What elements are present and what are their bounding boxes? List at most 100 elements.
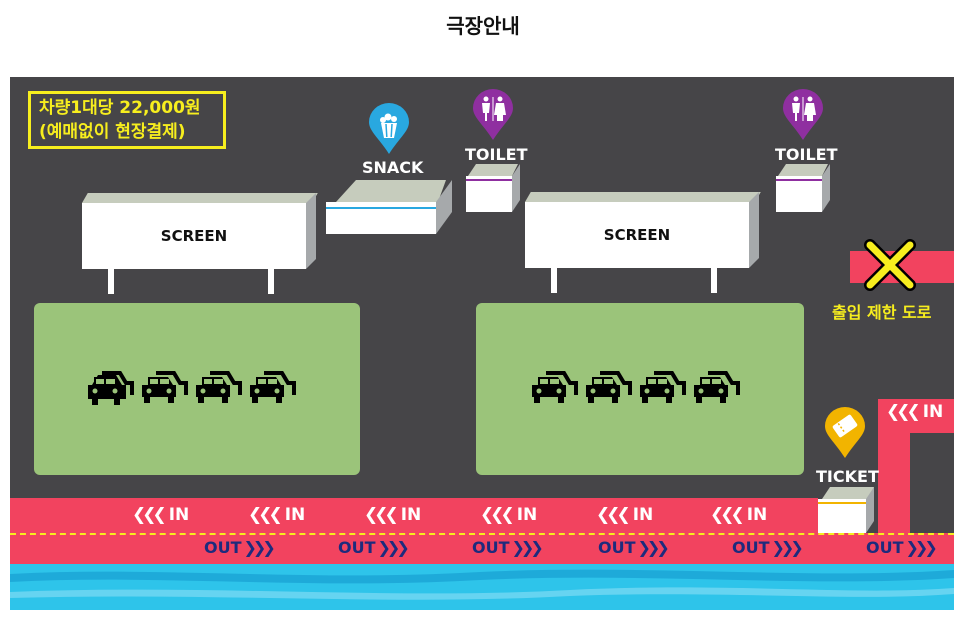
out-text: OUT bbox=[472, 538, 510, 557]
toilet-pin-left-icon bbox=[473, 89, 513, 140]
restroom-icon bbox=[482, 96, 506, 121]
in-label: ❮❮❮IN bbox=[710, 505, 767, 525]
car-icon bbox=[532, 371, 578, 403]
car-icon bbox=[142, 371, 188, 403]
main-road-out-lane bbox=[10, 533, 954, 564]
car-group-2 bbox=[530, 371, 742, 409]
double-chevron-right-icon: ❯❯❯ bbox=[905, 538, 938, 557]
screen-2-top bbox=[525, 192, 761, 202]
car-icon bbox=[640, 371, 686, 403]
ticket-booth bbox=[818, 499, 866, 533]
payment-note: (예매없이 현장결제) bbox=[39, 122, 186, 142]
page-title: 극장안내 bbox=[446, 14, 520, 38]
out-text: OUT bbox=[732, 538, 770, 557]
entry-road-inner bbox=[910, 433, 954, 533]
ticket-icon bbox=[832, 414, 858, 438]
main-road-in-lane bbox=[10, 498, 818, 533]
restricted-x-icon bbox=[864, 239, 916, 291]
double-chevron-right-icon: ❯❯❯ bbox=[511, 538, 544, 557]
in-text: IN bbox=[284, 505, 306, 525]
in-text: IN bbox=[400, 505, 422, 525]
parking-area-2 bbox=[476, 303, 804, 475]
out-text: OUT bbox=[204, 538, 242, 557]
screen-1-leg-left bbox=[108, 268, 114, 294]
double-chevron-left-icon: ❮❮❮ bbox=[596, 505, 631, 525]
snack-label: SNACK bbox=[362, 158, 424, 177]
out-text: OUT bbox=[338, 538, 376, 557]
price-line: 차량1대당 22,000원 bbox=[39, 98, 201, 118]
lane-divider bbox=[10, 533, 954, 535]
toilet-right-top bbox=[778, 164, 828, 176]
out-text: OUT bbox=[866, 538, 904, 557]
screen-2-leg-right bbox=[711, 267, 717, 293]
toilet-left-top bbox=[468, 164, 518, 176]
car-icon bbox=[694, 371, 740, 403]
restroom-icon bbox=[792, 96, 816, 121]
waterfront bbox=[10, 564, 954, 610]
out-text: OUT bbox=[598, 538, 636, 557]
ticket-pin-icon bbox=[825, 407, 865, 458]
popcorn-icon bbox=[380, 113, 397, 138]
double-chevron-right-icon: ❯❯❯ bbox=[771, 538, 804, 557]
double-chevron-left-icon: ❮❮❮ bbox=[132, 505, 167, 525]
in-label: ❮❮❮IN bbox=[480, 505, 537, 525]
parking-area-1 bbox=[34, 303, 360, 475]
out-label: OUT❯❯❯ bbox=[472, 538, 544, 557]
ticket-booth-top bbox=[822, 487, 874, 499]
in-text: IN bbox=[746, 505, 768, 525]
out-label: OUT❯❯❯ bbox=[732, 538, 804, 557]
screen-2-leg-left bbox=[551, 267, 557, 293]
screen-1-side bbox=[306, 193, 316, 269]
out-label: OUT❯❯❯ bbox=[598, 538, 670, 557]
ticket-label: TICKET bbox=[816, 467, 879, 486]
toilet-left-side bbox=[512, 164, 520, 212]
snack-building bbox=[326, 202, 436, 234]
double-chevron-left-icon: ❮❮❮ bbox=[710, 505, 745, 525]
in-label: ❮❮❮IN bbox=[248, 505, 305, 525]
theater-map: 차량1대당 22,000원 (예매없이 현장결제) SCREEN SCREEN bbox=[10, 77, 954, 610]
double-chevron-right-icon: ❯❯❯ bbox=[243, 538, 276, 557]
car-icon bbox=[250, 371, 296, 403]
toilet-right-stripe bbox=[776, 179, 822, 181]
toilet-left-label: TOILET bbox=[465, 145, 528, 164]
toilet-right-label: TOILET bbox=[775, 145, 838, 164]
screen-1-top bbox=[82, 193, 318, 203]
in-label: ❮❮❮IN bbox=[364, 505, 421, 525]
screen-2: SCREEN bbox=[525, 202, 749, 268]
ticket-booth-stripe bbox=[818, 502, 866, 504]
toilet-left-stripe bbox=[466, 179, 512, 181]
double-chevron-left-icon: ❮❮❮ bbox=[248, 505, 283, 525]
toilet-left-building bbox=[466, 176, 512, 212]
snack-pin-icon bbox=[369, 103, 409, 154]
in-text: IN bbox=[168, 505, 190, 525]
screen-1-leg-right bbox=[268, 268, 274, 294]
snack-stripe bbox=[326, 207, 436, 209]
out-label: OUT❯❯❯ bbox=[204, 538, 276, 557]
price-info-box: 차량1대당 22,000원 (예매없이 현장결제) bbox=[28, 91, 226, 149]
in-text: IN bbox=[922, 402, 944, 422]
screen-1: SCREEN bbox=[82, 203, 306, 269]
toilet-pin-right-icon bbox=[783, 89, 823, 140]
snack-building-top bbox=[336, 180, 446, 202]
restricted-road-label: 출입 제한 도로 bbox=[832, 303, 932, 322]
double-chevron-left-icon: ❮❮❮ bbox=[364, 505, 399, 525]
car-icon bbox=[196, 371, 242, 403]
car-icon bbox=[586, 371, 632, 403]
out-label: OUT❯❯❯ bbox=[338, 538, 410, 557]
double-chevron-right-icon: ❯❯❯ bbox=[377, 538, 410, 557]
out-label: OUT❯❯❯ bbox=[866, 538, 938, 557]
in-text: IN bbox=[632, 505, 654, 525]
toilet-right-building bbox=[776, 176, 822, 212]
toilet-right-side bbox=[822, 164, 830, 212]
double-chevron-left-icon: ❮❮❮ bbox=[480, 505, 515, 525]
double-chevron-left-icon: ❮❮❮ bbox=[886, 402, 921, 422]
in-label: ❮❮❮IN bbox=[132, 505, 189, 525]
ticket-booth-side bbox=[866, 487, 874, 533]
in-label: ❮❮❮IN bbox=[596, 505, 653, 525]
car-group-1 bbox=[86, 371, 298, 409]
in-text: IN bbox=[516, 505, 538, 525]
screen-2-side bbox=[749, 192, 759, 268]
entry-in-label: ❮❮❮ IN bbox=[886, 402, 943, 422]
double-chevron-right-icon: ❯❯❯ bbox=[637, 538, 670, 557]
car-icon bbox=[88, 371, 134, 405]
